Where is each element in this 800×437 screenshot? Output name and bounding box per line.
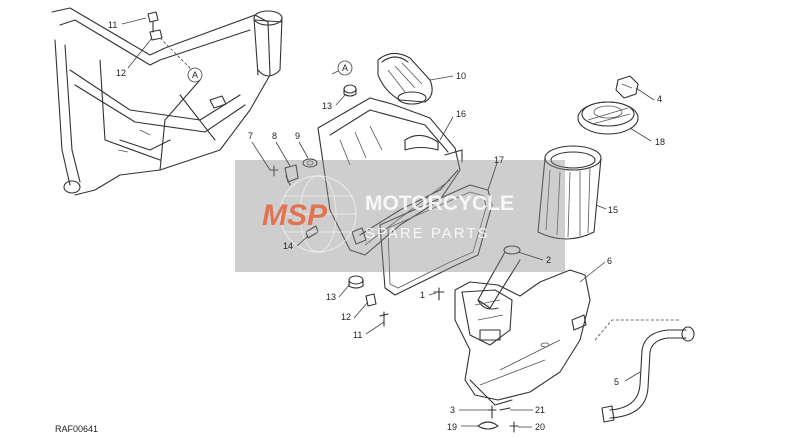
callout-15: 15 [608,205,618,215]
part-7-8-9-hardware [269,158,318,186]
motorcycle-frame [51,7,283,196]
callout-7: 7 [248,131,253,141]
callout-12: 12 [116,68,126,78]
part-4-plug [615,75,639,99]
watermark-line1: MOTORCYCLE [365,192,514,215]
callout-11-lower: 11 [353,330,362,340]
callout-11: 11 [108,20,117,30]
watermark-box [235,160,565,272]
callout-8: 8 [272,131,277,141]
part-10-intake-duct [377,52,433,105]
part-11-12-top [147,11,193,71]
section-marker-a-frame: A [187,67,203,83]
section-marker-a-duct: A [331,60,353,76]
callout-3: 3 [450,405,455,415]
callout-4: 4 [657,94,662,104]
watermark-line2: SPARE PARTS [365,225,490,242]
part-13-12-11-lower-hardware [348,275,389,327]
callout-20: 20 [535,422,545,432]
part-13-grommet-top [343,84,357,97]
callout-labels: 11 12 10 13 16 7 8 9 17 4 18 15 14 2 6 1… [108,20,665,432]
callout-19: 19 [447,422,457,432]
callout-18: 18 [655,137,665,147]
callout-13-lower: 13 [326,292,336,302]
diagram-code: RAF00641 [55,424,98,434]
callout-1: 1 [420,290,425,300]
part-6-airbox-lower [454,269,591,406]
part-1-screw [433,287,445,301]
watermark: MSP MOTORCYCLE SPARE PARTS [235,160,565,272]
part-16-airbox-upper [317,97,463,256]
part-5-breather-hose [594,319,695,423]
callout-13: 13 [322,101,332,111]
callout-21: 21 [535,405,545,415]
part-17-gasket [379,184,493,296]
callout-9: 9 [295,131,300,141]
callout-17: 17 [494,155,504,165]
section-marker-label: A [342,63,348,73]
callout-10: 10 [456,71,466,81]
callout-2: 2 [546,255,551,265]
callout-12-lower: 12 [341,312,351,322]
watermark-logo: MSP [262,199,328,232]
parts-3-19-20-21-bottom [477,405,519,433]
callout-16: 16 [456,109,466,119]
part-2-inlet-funnel [477,245,521,310]
callout-6: 6 [607,256,612,266]
part-15-air-filter [537,145,602,240]
part-18-filter-cap [577,101,639,135]
leader-lines [121,17,655,428]
section-marker-label: A [192,70,198,80]
callout-14: 14 [283,241,293,251]
callout-5: 5 [614,377,619,387]
